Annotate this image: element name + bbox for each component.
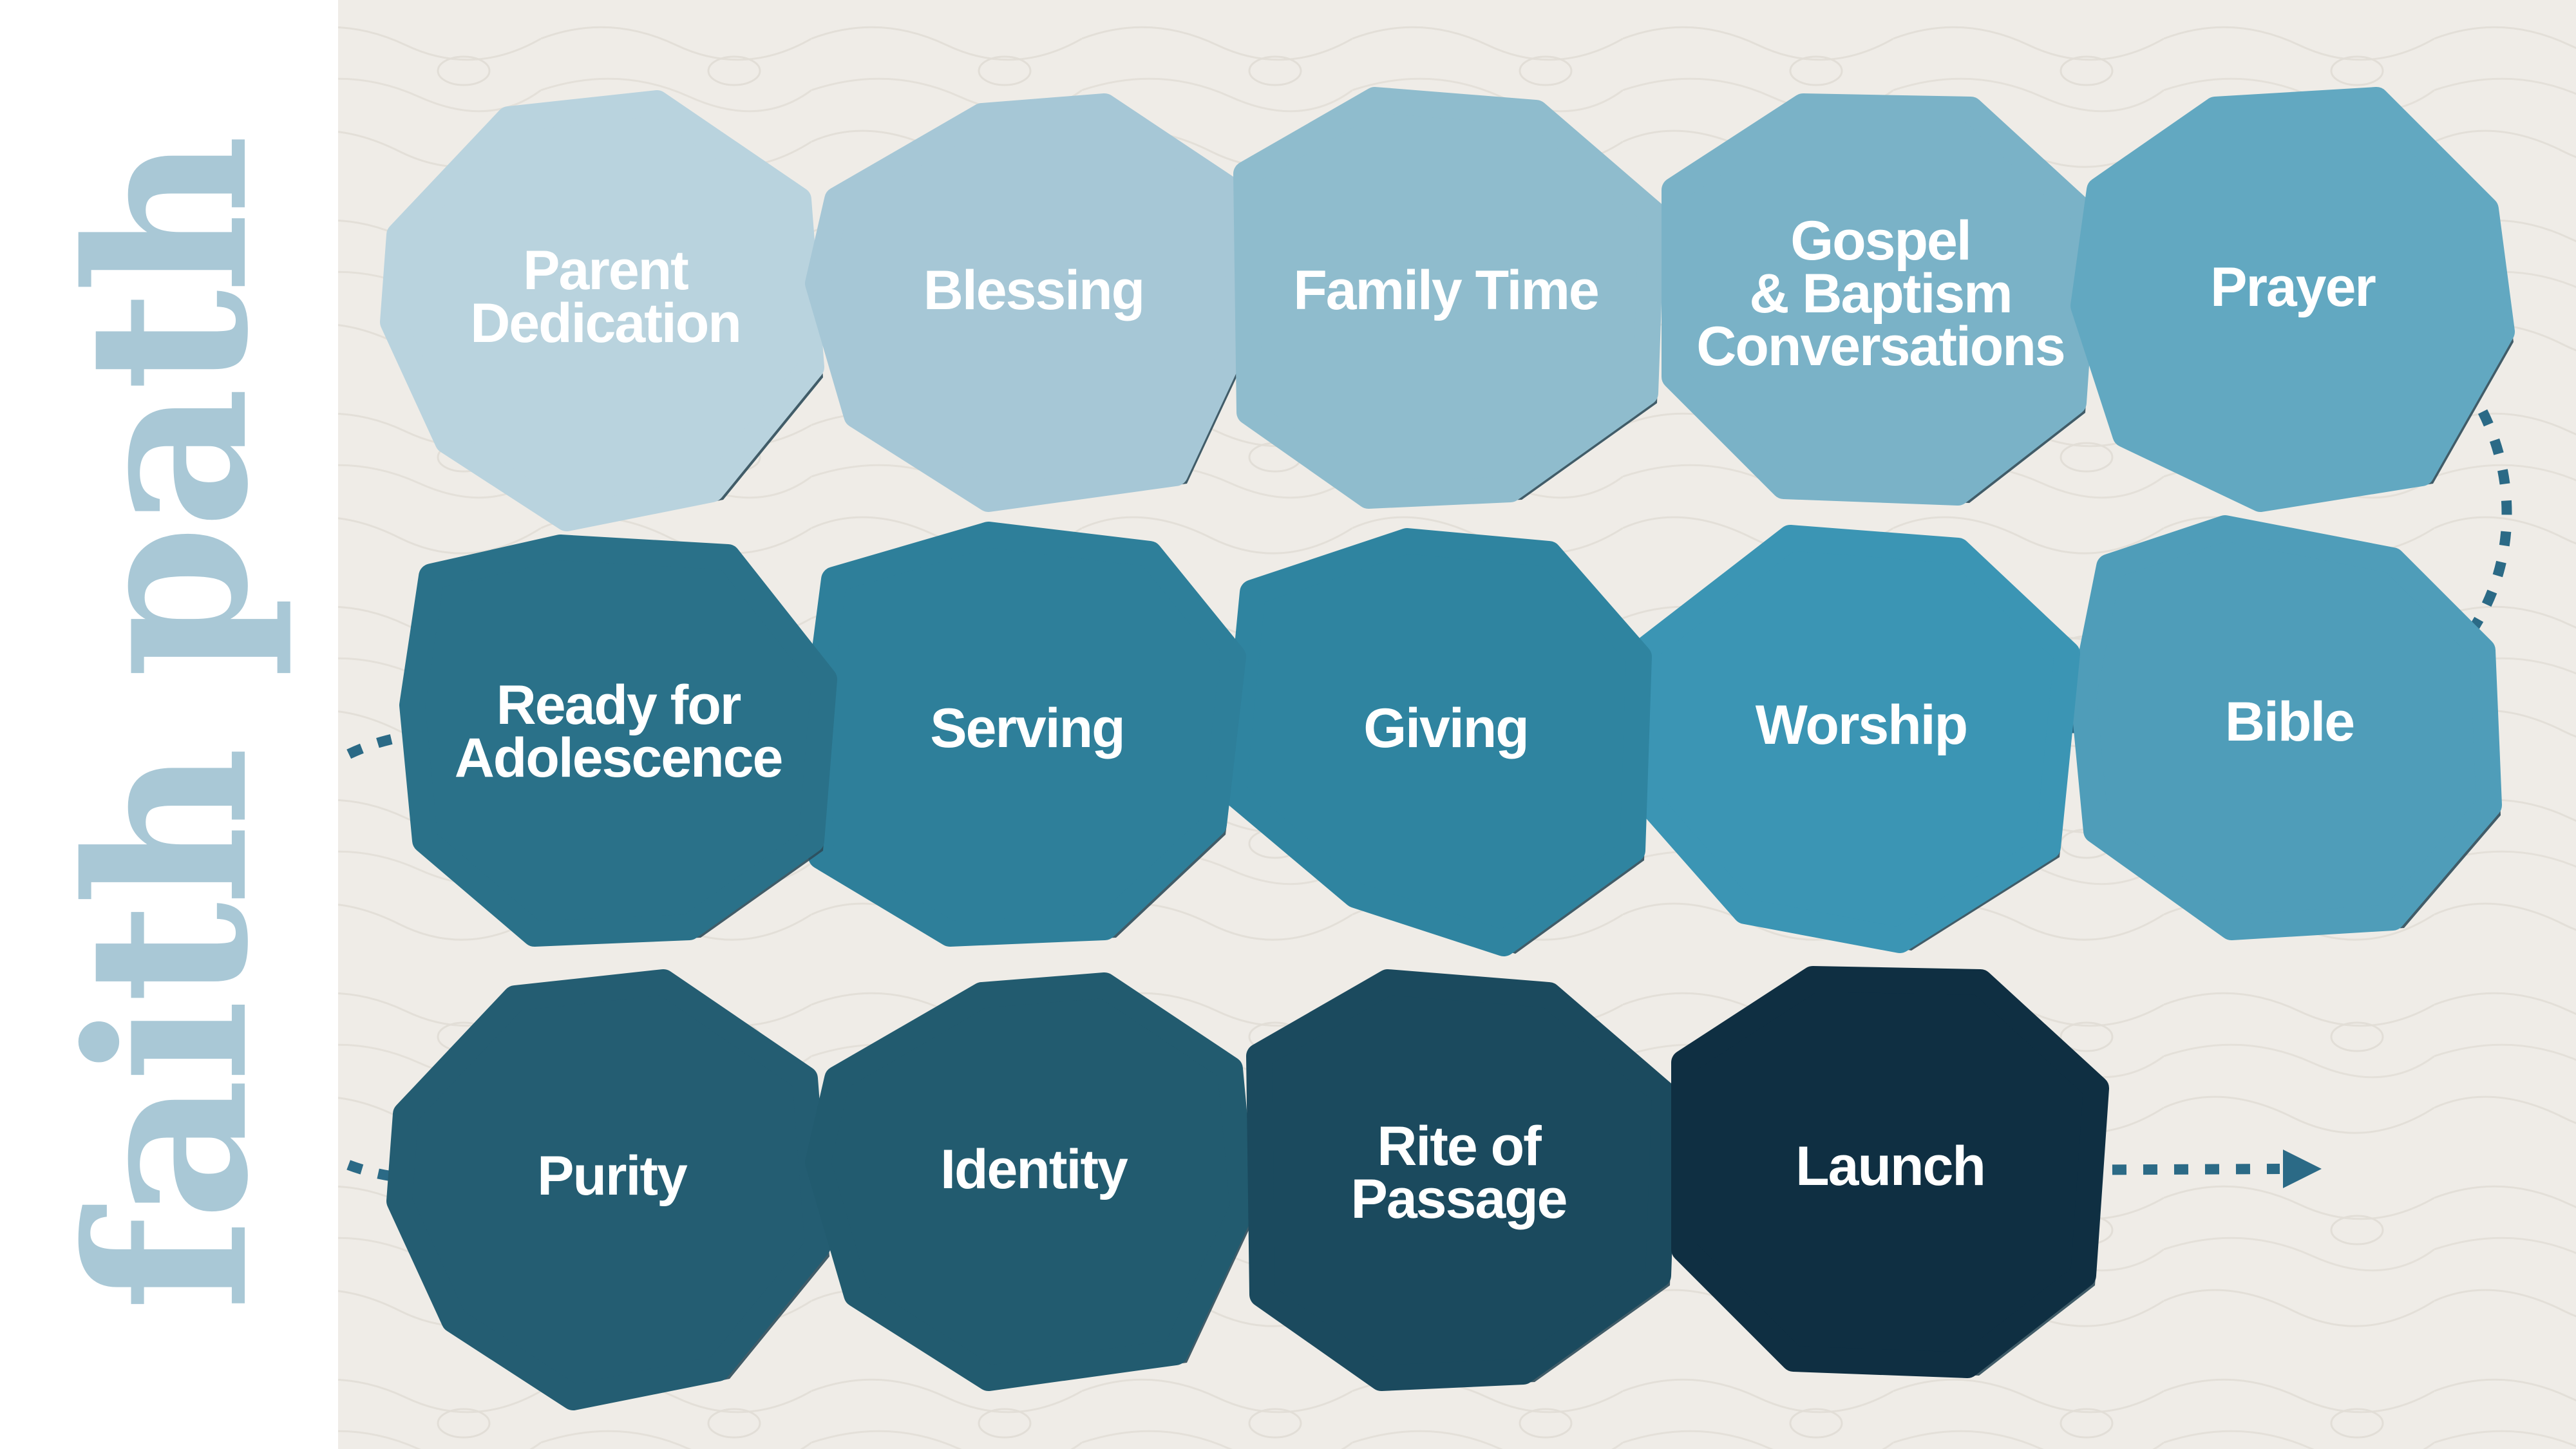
stone-label: Family Time bbox=[1293, 260, 1598, 321]
stone-body bbox=[805, 93, 1256, 512]
stone-giving: Giving bbox=[1220, 528, 1652, 956]
stone-label-line: Identity bbox=[940, 1139, 1128, 1200]
stone-label: Giving bbox=[1363, 697, 1528, 759]
stone-family-time: Family Time bbox=[1233, 87, 1665, 509]
stone-label-line: Conversations bbox=[1696, 316, 2064, 377]
stone-label-line: Worship bbox=[1756, 694, 1967, 756]
path-arrowhead bbox=[2283, 1150, 2322, 1188]
stone-label: Prayer bbox=[2210, 256, 2376, 318]
sidebar: faith path bbox=[0, 0, 338, 1449]
stone-label-line: Serving bbox=[930, 697, 1124, 759]
stone-label-line: Giving bbox=[1363, 697, 1528, 759]
stone-purity: Purity bbox=[386, 969, 831, 1410]
stone-body bbox=[1220, 528, 1652, 956]
stone-label-line: Rite of bbox=[1377, 1115, 1542, 1177]
stone-body bbox=[2070, 87, 2515, 512]
stone-label-line: Adolescence bbox=[455, 727, 782, 789]
stone-label: Blessing bbox=[923, 260, 1144, 321]
stone-worship: Worship bbox=[1636, 525, 2080, 953]
side-title: faith path bbox=[40, 138, 297, 1311]
stone-bible: Bible bbox=[2070, 515, 2502, 940]
stone-body bbox=[1246, 969, 1678, 1391]
stone-label-line: Purity bbox=[537, 1145, 688, 1207]
stone-body bbox=[386, 969, 831, 1410]
stone-label-line: Bible bbox=[2225, 691, 2354, 753]
stone-label: Launch bbox=[1795, 1135, 1985, 1197]
stone-label: Worship bbox=[1756, 694, 1967, 756]
stone-label-line: Gospel bbox=[1790, 210, 1971, 272]
stone-label-line: Parent bbox=[523, 240, 688, 301]
stone-label: Purity bbox=[537, 1145, 688, 1207]
stone-label: Serving bbox=[930, 697, 1124, 759]
stone-body bbox=[399, 535, 837, 947]
stone-identity: Identity bbox=[805, 972, 1256, 1391]
stone-label-line: Launch bbox=[1795, 1135, 1985, 1197]
stone-label-line: Dedication bbox=[470, 292, 741, 354]
stone-blessing: Blessing bbox=[805, 93, 1256, 512]
stone-prayer: Prayer bbox=[2070, 87, 2515, 512]
stone-body bbox=[1636, 525, 2080, 953]
stone-body bbox=[1662, 93, 2099, 506]
stone-label-line: Passage bbox=[1350, 1168, 1566, 1230]
stone-label-line: Ready for bbox=[497, 674, 741, 736]
stone-body bbox=[1671, 966, 2109, 1378]
stone-label-line: Blessing bbox=[923, 260, 1144, 321]
stone-body bbox=[1233, 87, 1665, 509]
stone-label: Identity bbox=[940, 1139, 1128, 1200]
stone-label: Bible bbox=[2225, 691, 2354, 753]
stone-body bbox=[380, 90, 824, 531]
stone-label-line: & Baptism bbox=[1749, 263, 2011, 325]
stone-label-line: Family Time bbox=[1293, 260, 1598, 321]
stone-launch: Launch bbox=[1671, 966, 2109, 1378]
stone-body bbox=[2070, 515, 2502, 940]
path-turn-right bbox=[2374, 298, 2512, 717]
stone-label-line: Prayer bbox=[2210, 256, 2376, 318]
stone-body bbox=[805, 972, 1256, 1391]
stone-serving: Serving bbox=[802, 522, 1246, 947]
